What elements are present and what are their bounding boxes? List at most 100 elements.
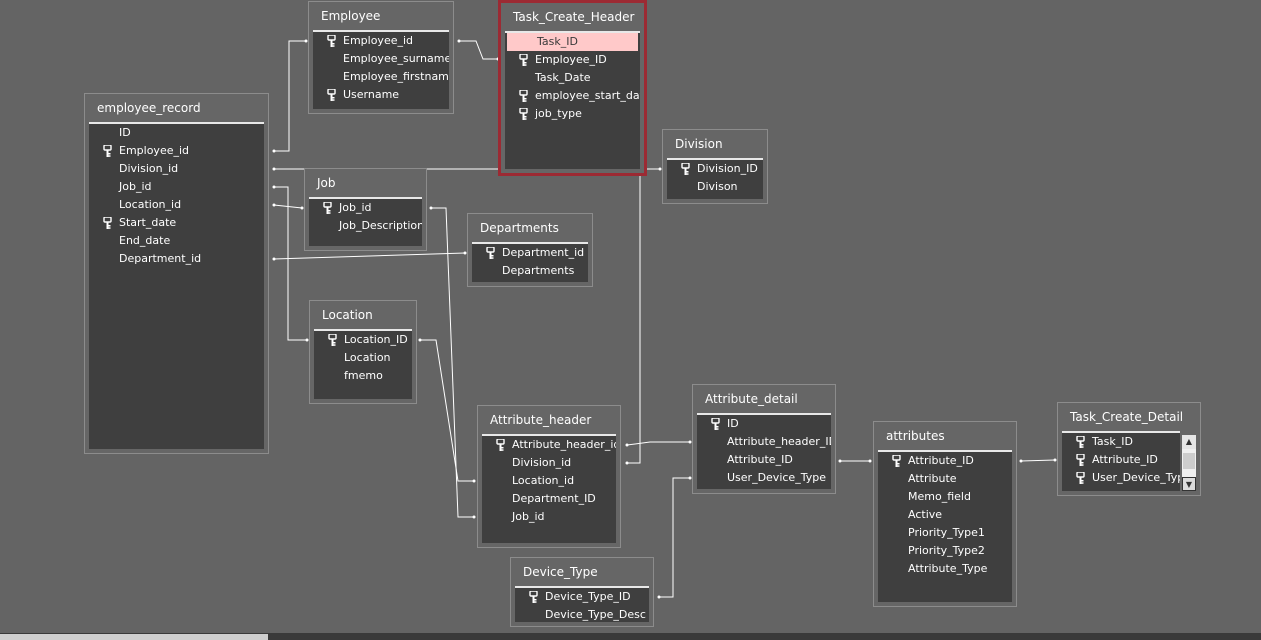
field-row[interactable]: Task_Date [505,69,640,87]
table-title[interactable]: Location [322,308,373,322]
field-row[interactable]: User_Device_Type [1062,469,1180,487]
field-name: Device_Type_ID [545,590,631,603]
key-icon [519,107,528,120]
field-row[interactable]: Employee_firstname [313,68,449,86]
horizontal-scrollbar[interactable] [0,633,1261,640]
field-row[interactable]: Start_date [89,214,264,232]
relation-line [273,252,466,260]
field-row[interactable]: Employee_id [89,142,264,160]
field-row[interactable]: Task_ID [507,33,638,51]
field-row[interactable]: Location_ID [314,331,412,349]
field-row[interactable]: employee_start_date [505,87,640,105]
field-row[interactable]: Department_id [472,244,588,262]
field-row[interactable]: Location_id [482,472,616,490]
scroll-down-arrow-icon[interactable]: ▼ [1182,477,1196,491]
table-title[interactable]: Departments [480,221,559,235]
relation-line [420,339,474,482]
field-row[interactable]: Task_ID [1062,433,1180,451]
field-row[interactable]: ID [89,124,264,142]
field-name: Username [343,88,400,101]
field-row[interactable]: Device_Type_Desc [515,606,649,622]
field-row[interactable]: Division_id [482,454,616,472]
field-row[interactable]: Active [878,506,1012,524]
field-row[interactable]: ID [697,415,831,433]
table-title[interactable]: Job [317,176,336,190]
table-title[interactable]: Employee [321,9,381,23]
field-row[interactable]: Employee_id [313,32,449,50]
field-row[interactable]: Attribute_ID [878,452,1012,470]
field-row[interactable]: Employee_ID [505,51,640,69]
field-name: Job_id [119,180,152,193]
field-row[interactable]: Attribute_header_id [482,436,616,454]
field-row[interactable]: Priority_Type2 [878,542,1012,560]
field-row[interactable]: Memo_field [878,488,1012,506]
field-row[interactable]: Location [314,349,412,367]
table-title[interactable]: Task_Create_Header [513,10,635,24]
field-row[interactable]: Departments [472,262,588,280]
field-row[interactable]: Employee_surname [313,50,449,68]
field-name: Divison [697,180,738,193]
field-row[interactable]: Division_id [89,160,264,178]
table-title[interactable]: Division [675,137,723,151]
table-division[interactable]: Division Division_ID Divison [662,129,768,204]
field-name: Department_ID [512,492,596,505]
field-row[interactable]: Divison [667,178,763,196]
field-row[interactable]: Job_id [89,178,264,196]
table-title[interactable]: employee_record [97,101,201,115]
field-row[interactable]: Location_id [89,196,264,214]
field-list-scrollbar[interactable]: ▲ ▼ [1182,435,1196,491]
horizontal-scroll-thumb[interactable] [0,634,268,640]
field-row[interactable]: Attribute_ID [697,451,831,469]
table-title[interactable]: Task_Create_Detail [1070,410,1184,424]
field-row[interactable]: Job_id [482,508,616,526]
scroll-up-arrow-icon[interactable]: ▲ [1182,435,1196,449]
field-row[interactable]: Attribute [878,470,1012,488]
field-row[interactable]: Department_ID [482,490,616,508]
field-row[interactable]: End_date [89,232,264,250]
table-device-type[interactable]: Device_Type Device_Type_ID Device_Type_De… [510,557,654,627]
table-title[interactable]: Attribute_detail [705,392,798,406]
field-row[interactable]: Username [313,86,449,104]
table-title[interactable]: attributes [886,429,945,443]
field-row[interactable]: Job_Description [309,217,422,235]
relation-line [626,441,690,446]
table-title[interactable]: Attribute_header [490,413,592,427]
field-row[interactable]: fmemo [314,367,412,385]
key-icon [486,246,495,259]
field-row[interactable]: Attribute_header_ID [697,433,831,451]
field-name: Priority_Type2 [908,544,985,557]
field-list[interactable]: Device_Type_ID Device_Type_Desc [515,586,649,622]
field-row[interactable]: User_Device_Type [697,469,831,487]
field-row[interactable]: Attribute_ID [1062,451,1180,469]
field-row[interactable]: job_type [505,105,640,123]
field-list[interactable]: Division_ID Divison [667,158,763,199]
field-row[interactable]: Division_ID [667,160,763,178]
field-row[interactable]: Attribute_Type [878,560,1012,578]
field-row[interactable]: Department_id [89,250,264,268]
field-row[interactable]: Job_id [309,199,422,217]
scroll-thumb[interactable] [1183,453,1195,469]
field-row[interactable]: Priority_Type1 [878,524,1012,542]
table-title[interactable]: Device_Type [523,565,598,579]
field-row[interactable]: Device_Type_ID [515,588,649,606]
